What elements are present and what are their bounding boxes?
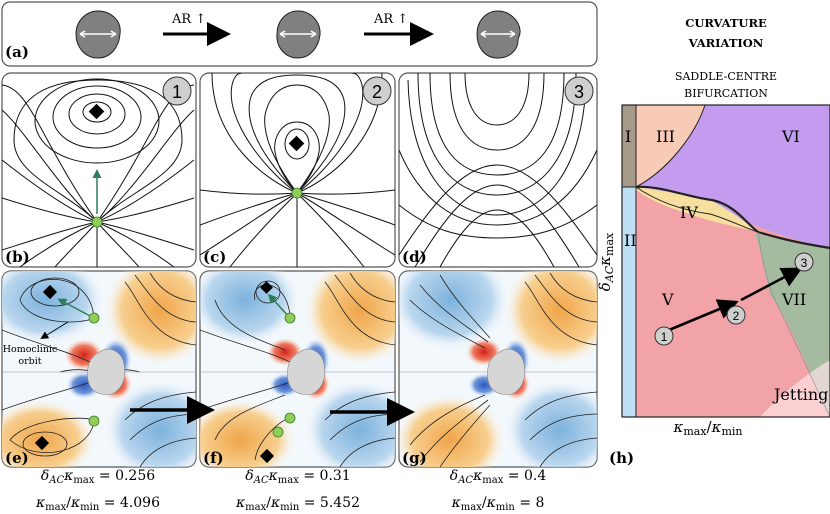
panel-d-label: (d) <box>402 248 427 266</box>
ar-label-1: AR ↑ <box>171 12 206 27</box>
path-point-3: 3 <box>794 252 814 272</box>
homoclinic-line-1: Homoclinic <box>3 344 58 355</box>
region-II-fill <box>622 187 636 417</box>
panel-a-label: (a) <box>5 43 29 61</box>
svg-text:δACκmax = 0.4: δACκmax = 0.4 <box>450 468 547 486</box>
panel-h-regime-map: CURVATURE VARIATION SADDLE-CENTRE BIFURC… <box>596 16 830 467</box>
svg-text:κmax/κmin = 5.452: κmax/κmin = 5.452 <box>235 495 360 513</box>
region-label-VI: VI <box>781 127 800 146</box>
h-title-line-2: VARIATION <box>688 36 764 50</box>
ratio-value-f: 5.452 <box>320 495 360 511</box>
panel-b-label: (b) <box>5 248 30 266</box>
jetting-fade <box>760 360 830 417</box>
path-point-2: 2 <box>726 305 746 325</box>
delta-value-f: 0.31 <box>320 468 351 484</box>
centre-point-f2 <box>259 448 275 464</box>
panel-a: (a) AR ↑ AR ↑ <box>1 1 598 67</box>
region-VII-fill <box>755 233 830 417</box>
param-caption-e: δACκmax = 0.256 κmax/κmin = 4.096 <box>35 468 160 513</box>
saddle-point-e1 <box>88 312 100 324</box>
region-label-III: III <box>656 127 675 146</box>
saddle-point-f2 <box>284 412 296 424</box>
region-label-V: V <box>661 290 674 309</box>
saddle-point-b <box>91 216 103 228</box>
stage-marker-3 <box>564 76 594 106</box>
path-point-1: 1 <box>654 326 674 346</box>
panel-c-label: (c) <box>203 248 226 266</box>
homoclinic-line-2: orbit <box>18 356 41 367</box>
panel-e-label: (e) <box>5 449 29 467</box>
region-label-IV: IV <box>680 203 698 222</box>
stage-marker-3-text: 3 <box>574 82 584 102</box>
centre-point-e1 <box>42 284 58 300</box>
region-I-fill <box>622 105 636 187</box>
svg-text:δACκmax = 0.256: δACκmax = 0.256 <box>41 468 155 486</box>
panel-g-label: (g) <box>402 449 427 467</box>
delta-value-e: 0.256 <box>115 468 155 484</box>
centre-point-f1 <box>260 281 273 294</box>
ar-label-2: AR ↑ <box>373 12 408 27</box>
saddle-point-f3 <box>272 426 284 438</box>
ar-increase-arrow-1: AR ↑ <box>163 12 231 46</box>
panel-g-field: (g) <box>398 270 598 468</box>
svg-text:κmax/κmin = 8: κmax/κmin = 8 <box>451 495 545 513</box>
svg-text:2: 2 <box>733 309 740 323</box>
stage-marker-1 <box>162 76 192 106</box>
centre-point-e2 <box>34 435 50 451</box>
h-subtitle-line-1: SADDLE-CENTRE <box>675 70 777 83</box>
region-IV-fill <box>636 187 758 232</box>
region-label-jetting: Jetting <box>772 385 828 404</box>
centre-point-b <box>88 103 105 120</box>
ratio-value-g: 8 <box>536 495 545 511</box>
stage-marker-2-text: 2 <box>372 82 382 102</box>
saddle-point-e2 <box>88 415 100 427</box>
region-label-VII: VII <box>781 290 806 309</box>
delta-symbol: δ <box>41 468 49 484</box>
droplet-shape-2 <box>276 10 321 59</box>
region-label-I: I <box>625 127 631 146</box>
ar-increase-arrow-2: AR ↑ <box>364 12 434 46</box>
region-label-II: II <box>624 231 637 250</box>
panel-h-label: (h) <box>609 449 634 467</box>
delta-value-g: 0.4 <box>524 468 546 484</box>
stage-marker-1-text: 1 <box>172 82 182 102</box>
homoclinic-annotation: Homoclinic orbit <box>3 344 58 367</box>
h-y-axis-label: δACκmax <box>596 232 616 291</box>
saddle-point-f1 <box>284 312 296 324</box>
droplet-shape-3 <box>476 10 521 59</box>
centre-point-c <box>288 135 305 152</box>
panel-f-field: (f) <box>199 270 396 468</box>
saddle-point-c <box>291 187 303 199</box>
region-III-fill <box>636 105 705 187</box>
stage-marker-2 <box>362 76 392 106</box>
svg-text:3: 3 <box>801 256 808 270</box>
panel-e-field: Homoclinic orbit (e) <box>1 270 197 468</box>
param-caption-g: δACκmax = 0.4 κmax/κmin = 8 <box>450 468 547 513</box>
svg-text:1: 1 <box>661 330 668 344</box>
h-subtitle-line-2: BIFURCATION <box>684 87 768 100</box>
h-title-line-1: CURVATURE <box>685 16 767 30</box>
param-caption-f: δACκmax = 0.31 κmax/κmin = 5.452 <box>235 468 360 513</box>
svg-text:κmax/κmin = 4.096: κmax/κmin = 4.096 <box>35 495 160 513</box>
panel-c-streamlines: 2 (c) <box>199 72 396 268</box>
panel-f-label: (f) <box>203 449 224 467</box>
panel-b-streamlines: 1 (b) <box>1 72 197 268</box>
ratio-value-e: 4.096 <box>120 495 160 511</box>
panel-d-streamlines: 3 (d) <box>398 72 598 268</box>
h-x-axis-label: κmax/κmin <box>673 418 743 438</box>
svg-text:δACκmax = 0.31: δACκmax = 0.31 <box>245 468 350 486</box>
droplet-shape-1 <box>75 10 121 59</box>
